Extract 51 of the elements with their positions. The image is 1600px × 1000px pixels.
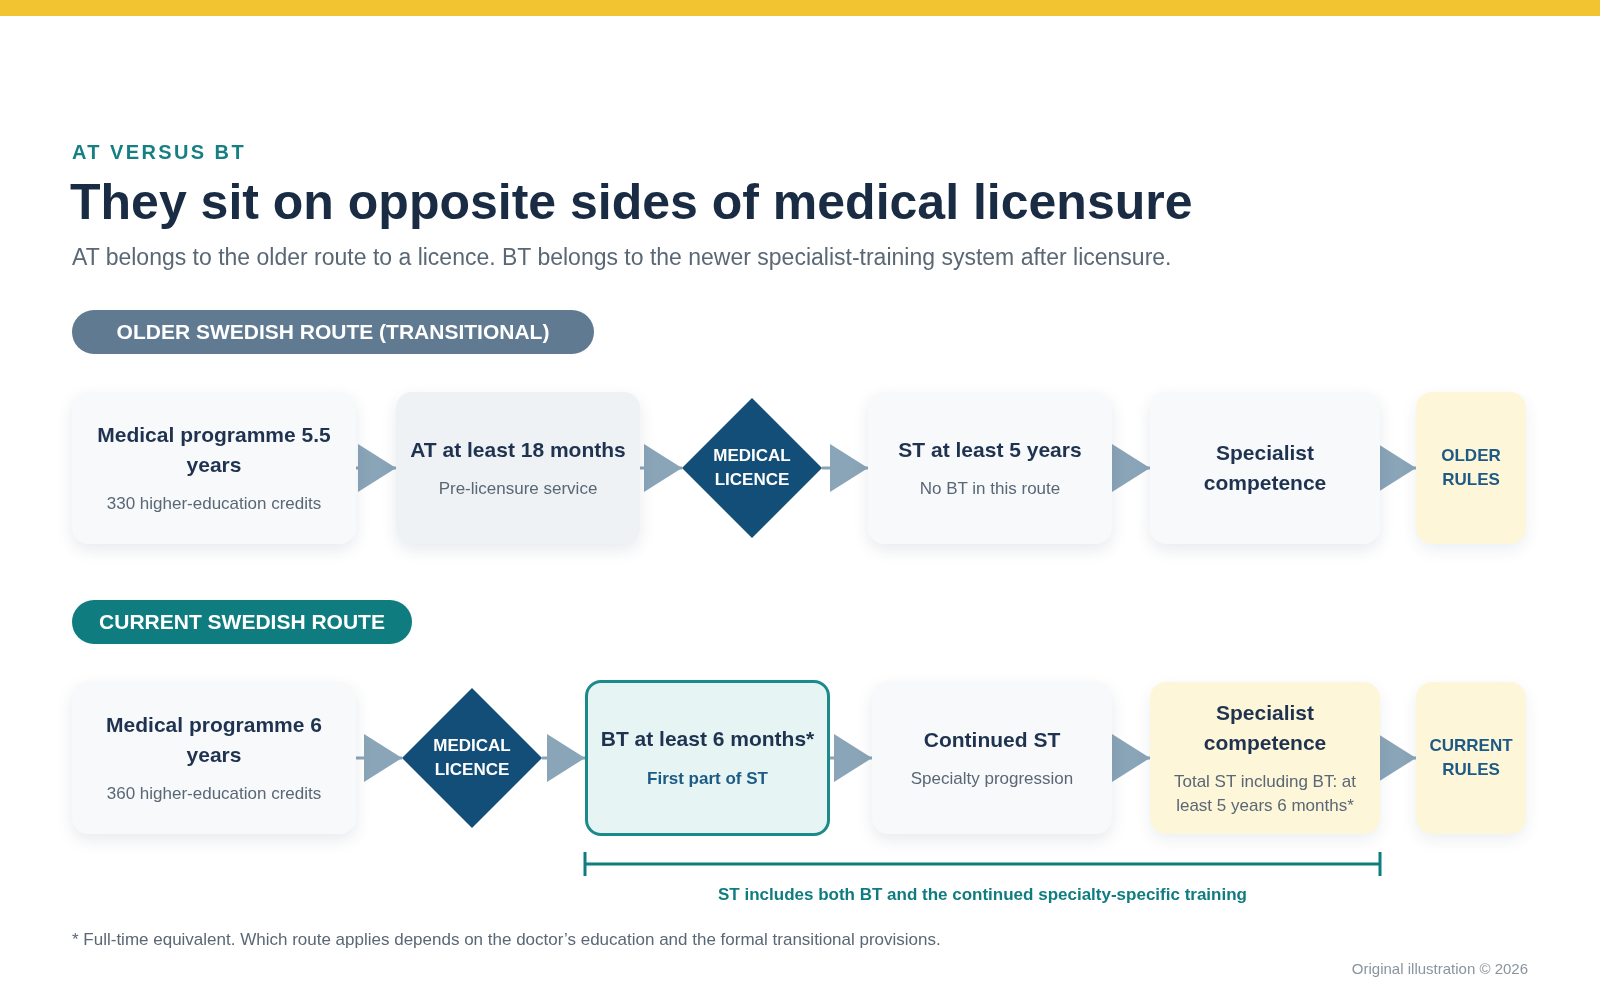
arrow [830,734,872,782]
node-title: ST at least 5 years [898,437,1082,463]
node-detail: Total ST including BT: at least 5 years 6 months* [1172,771,1358,817]
rules-box [1416,682,1526,834]
eyebrow-text: AT VERSUS BT [72,140,246,165]
footnote: * Full-time equivalent. Which route applies depends on the doctor’s education and the formal transitional provisions. [72,929,941,951]
rules-box [1416,392,1526,544]
node-detail: First part of ST [647,768,768,791]
decision-diamond [402,688,542,828]
node-title: Medical programme 5.5 years [96,422,332,478]
arrow [1378,734,1416,782]
arrow [640,444,682,492]
step-box [1150,682,1380,834]
arrow [1112,734,1150,782]
step-box [396,392,640,544]
node-title: MEDICAL LICENCE [712,445,792,491]
arrow [356,734,402,782]
step-box [1150,392,1380,544]
subtitle: AT belongs to the older route to a licence. BT belongs to the newer specialist-training system after licensure. [72,243,1172,272]
step-box [585,680,830,836]
route-pill [72,600,412,644]
node-detail: Specialty progression [910,768,1074,790]
node-title: CURRENT SWEDISH ROUTE [99,609,385,636]
node-detail: Pre-licensure service [438,478,598,500]
arrow [1378,444,1416,492]
arrow [356,444,396,492]
node-title: CURRENT RULES [1428,735,1514,781]
arrow [1112,444,1150,492]
node-title: AT at least 18 months [410,437,626,463]
node-title: Specialist competence [1202,440,1328,496]
node-detail: 360 higher-education credits [106,783,322,805]
step-box [872,682,1112,834]
arrow [822,444,868,492]
node-title: MEDICAL LICENCE [432,735,512,781]
step-box [868,392,1112,544]
node-detail: No BT in this route [919,478,1061,500]
bracket-label: ST includes both BT and the continued specialty-specific training [717,884,1248,906]
step-box [72,682,356,834]
route-pill [72,310,594,354]
decision-diamond [682,398,822,538]
node-detail: 330 higher-education credits [106,493,322,515]
credit-text: Original illustration © 2026 [1351,959,1528,979]
node-title: Specialist competence [1202,700,1328,756]
node-title: Medical programme 6 years [105,712,323,768]
node-title: BT at least 6 months* [600,726,815,753]
node-title: Continued ST [923,727,1061,753]
node-title: OLDER SWEDISH ROUTE (TRANSITIONAL) [116,319,550,346]
title: They sit on opposite sides of medical licensure [70,173,1193,232]
arrow [542,734,585,782]
step-box [72,392,356,544]
node-title: OLDER RULES [1440,445,1502,491]
